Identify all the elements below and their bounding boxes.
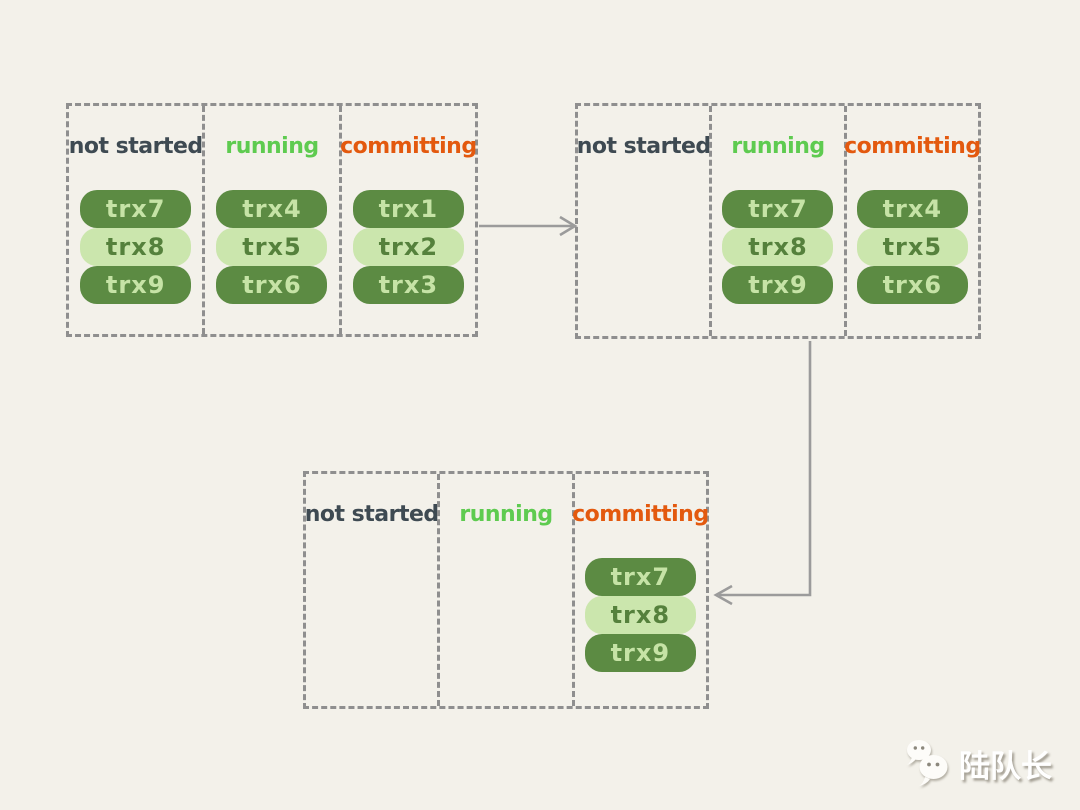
trx-pill-trx4: trx4 xyxy=(216,190,328,228)
state-column-not-started: not started xyxy=(304,474,439,706)
trx-pill-trx4: trx4 xyxy=(856,190,968,228)
arrow-right-icon xyxy=(479,215,578,237)
state-label: running xyxy=(459,502,553,527)
trx-pill-trx8: trx8 xyxy=(584,596,696,634)
trx-pill-trx6: trx6 xyxy=(216,266,328,304)
state-column-not-started: not started xyxy=(576,106,711,336)
state-label: running xyxy=(731,134,825,159)
trx-pill-trx5: trx5 xyxy=(856,228,968,266)
trx-pill-trx1: trx1 xyxy=(352,190,464,228)
trx-pill-trx9: trx9 xyxy=(80,266,192,304)
state-label: not started xyxy=(576,134,711,159)
trx-pill-trx8: trx8 xyxy=(722,228,834,266)
arrow-down-left-icon xyxy=(713,341,812,606)
state-column-running: running xyxy=(437,474,571,706)
trx-pill-trx2: trx2 xyxy=(352,228,464,266)
watermark-text: 陆队长 xyxy=(959,748,1052,785)
state-label: committing xyxy=(340,134,477,159)
watermark: 陆队长 xyxy=(903,736,1052,790)
trx-pill-trx8: trx8 xyxy=(80,228,192,266)
wechat-icon xyxy=(907,740,948,786)
state-label: committing xyxy=(572,502,709,527)
state-label: not started xyxy=(68,134,203,159)
trx-pill-trx9: trx9 xyxy=(722,266,834,304)
state-label: not started xyxy=(304,502,439,527)
trx-pill-trx7: trx7 xyxy=(722,190,834,228)
state-label: committing xyxy=(844,134,981,159)
trx-pill-trx3: trx3 xyxy=(352,266,464,304)
trx-pill-trx7: trx7 xyxy=(80,190,192,228)
trx-pill-trx9: trx9 xyxy=(584,634,696,672)
trx-pill-trx5: trx5 xyxy=(216,228,328,266)
trx-pill-trx7: trx7 xyxy=(584,558,696,596)
trx-pill-trx6: trx6 xyxy=(856,266,968,304)
state-label: running xyxy=(225,134,319,159)
